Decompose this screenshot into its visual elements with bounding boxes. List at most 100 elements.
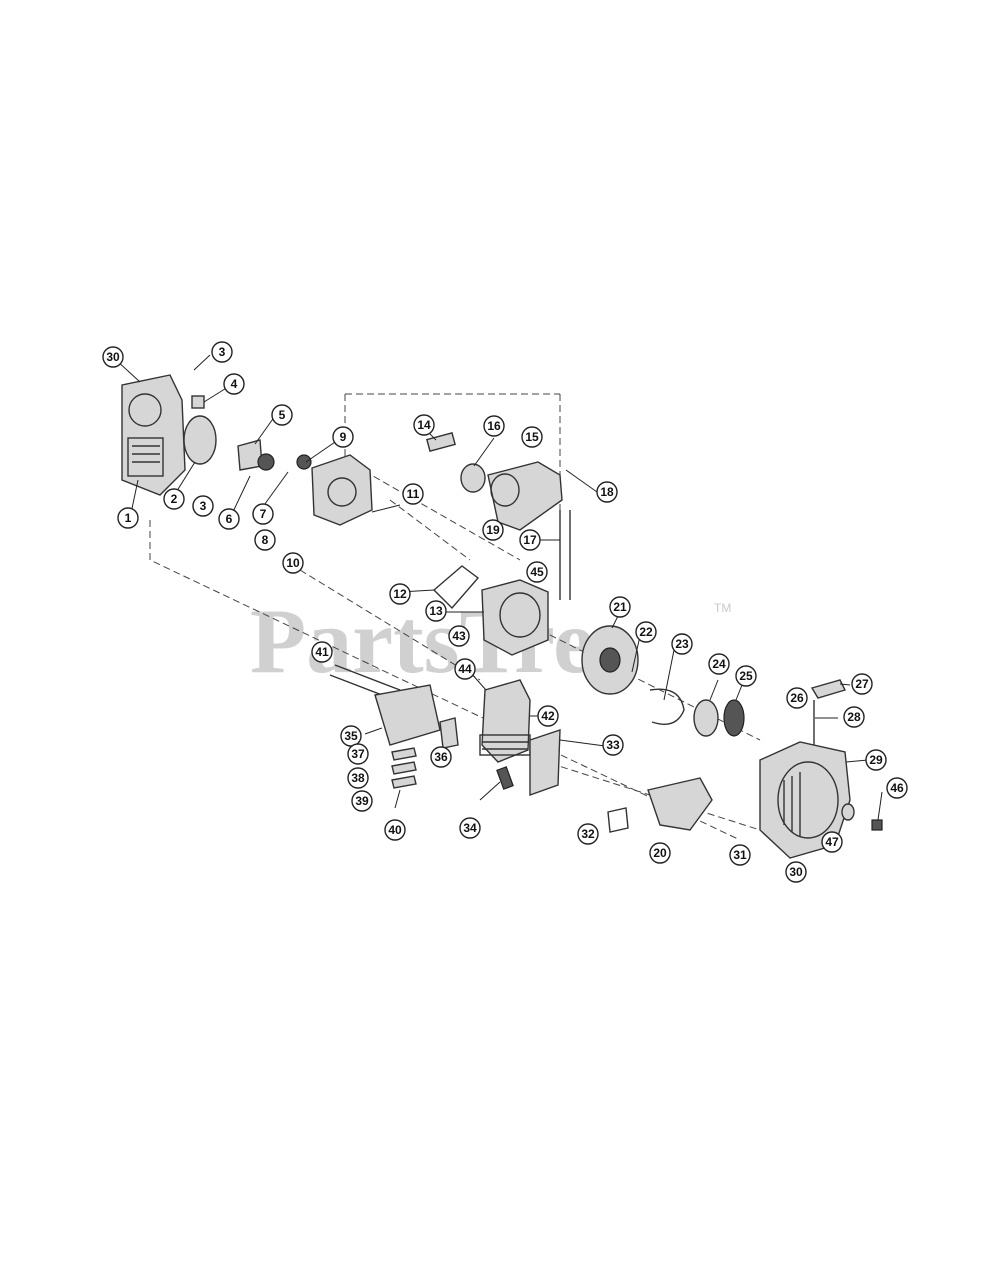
- callout-circle: [413, 414, 435, 436]
- callout-circle: [886, 777, 908, 799]
- callout-number: 38: [351, 771, 365, 785]
- callout-circle: [384, 819, 406, 841]
- callout-number: 15: [525, 430, 539, 444]
- callout-number: 30: [106, 350, 120, 364]
- callout-18: 18: [596, 481, 618, 503]
- callout-number: 10: [286, 556, 300, 570]
- callout-number: 3: [200, 499, 207, 513]
- callout-45: 45: [526, 561, 548, 583]
- callout-46: 46: [886, 777, 908, 799]
- callout-number: 1: [125, 511, 132, 525]
- callout-number: 27: [855, 677, 869, 691]
- callout-number: 18: [600, 485, 614, 499]
- callout-number: 20: [653, 846, 667, 860]
- callout-number: 45: [530, 565, 544, 579]
- callout-43: 43: [448, 625, 470, 647]
- callout-40: 40: [384, 819, 406, 841]
- callout-35: 35: [340, 725, 362, 747]
- callout-17: 17: [519, 529, 541, 551]
- part-25-spring: [723, 699, 745, 737]
- callout-3: 3: [211, 341, 233, 363]
- part-12-gasket: [432, 565, 480, 610]
- part-24-washer: [693, 699, 719, 737]
- callout-number: 2: [171, 492, 178, 506]
- callout-number: 29: [869, 753, 883, 767]
- callout-circle: [735, 665, 757, 687]
- callout-31: 31: [729, 844, 751, 866]
- callout-circle: [851, 673, 873, 695]
- callout-34: 34: [459, 817, 481, 839]
- callout-circle: [519, 529, 541, 551]
- callout-32: 32: [577, 823, 599, 845]
- callout-circle: [351, 790, 373, 812]
- part-10-housing: [311, 454, 373, 526]
- part-39-plate: [391, 775, 417, 789]
- callout-circle: [223, 373, 245, 395]
- callout-number: 3: [219, 345, 226, 359]
- callout-6: 6: [218, 508, 240, 530]
- part-15-air-cover: [487, 461, 563, 531]
- callout-28: 28: [843, 706, 865, 728]
- callout-33: 33: [602, 734, 624, 756]
- callout-13: 13: [425, 600, 447, 622]
- callout-4: 4: [223, 373, 245, 395]
- callout-19: 19: [482, 519, 504, 541]
- callout-number: 33: [606, 738, 620, 752]
- callout-number: 23: [675, 637, 689, 651]
- callout-circle: [271, 404, 293, 426]
- callout-44: 44: [454, 658, 476, 680]
- callout-circle: [785, 861, 807, 883]
- callout-circle: [117, 507, 139, 529]
- callout-circle: [347, 767, 369, 789]
- callout-15: 15: [521, 426, 543, 448]
- callout-circle: [602, 734, 624, 756]
- part-37-plate: [391, 747, 417, 761]
- callout-47: 47: [821, 831, 843, 853]
- callout-27: 27: [851, 673, 873, 695]
- callout-number: 16: [487, 419, 501, 433]
- callout-circle: [254, 529, 276, 551]
- watermark-trademark: TM: [714, 601, 731, 615]
- callout-number: 31: [733, 848, 747, 862]
- callout-12: 12: [389, 583, 411, 605]
- callout-circle: [347, 743, 369, 765]
- callout-7: 7: [252, 503, 274, 525]
- callout-30: 30: [102, 346, 124, 368]
- callout-9: 9: [332, 426, 354, 448]
- callout-8: 8: [254, 529, 276, 551]
- callout-circle: [482, 519, 504, 541]
- callout-circle: [425, 600, 447, 622]
- callout-14: 14: [413, 414, 435, 436]
- callout-circle: [537, 705, 559, 727]
- callout-circle: [218, 508, 240, 530]
- callout-number: 44: [458, 662, 472, 676]
- callout-circle: [708, 653, 730, 675]
- callout-number: 36: [434, 750, 448, 764]
- callout-circle: [729, 844, 751, 866]
- callout-number: 13: [429, 604, 443, 618]
- part-2-disc: [183, 415, 217, 465]
- part-41-screw: [334, 664, 401, 691]
- callout-circle: [865, 749, 887, 771]
- part-32-clip: [607, 807, 629, 833]
- callout-10: 10: [282, 552, 304, 574]
- callout-29: 29: [865, 749, 887, 771]
- callout-37: 37: [347, 743, 369, 765]
- callout-circle: [821, 831, 843, 853]
- part-5-6-plate: [237, 439, 275, 471]
- part-21-flywheel: [581, 625, 639, 695]
- callout-number: 35: [344, 729, 358, 743]
- callout-circle: [211, 341, 233, 363]
- callout-30: 30: [785, 861, 807, 883]
- callout-number: 32: [581, 827, 595, 841]
- part-starter-housing: [759, 741, 851, 859]
- part-36-bracket: [439, 717, 459, 749]
- callout-circle: [609, 596, 631, 618]
- callout-circle: [402, 483, 424, 505]
- callout-circle: [671, 633, 693, 655]
- callout-26: 26: [786, 687, 808, 709]
- part-4-clip: [191, 395, 205, 409]
- callout-circle: [448, 625, 470, 647]
